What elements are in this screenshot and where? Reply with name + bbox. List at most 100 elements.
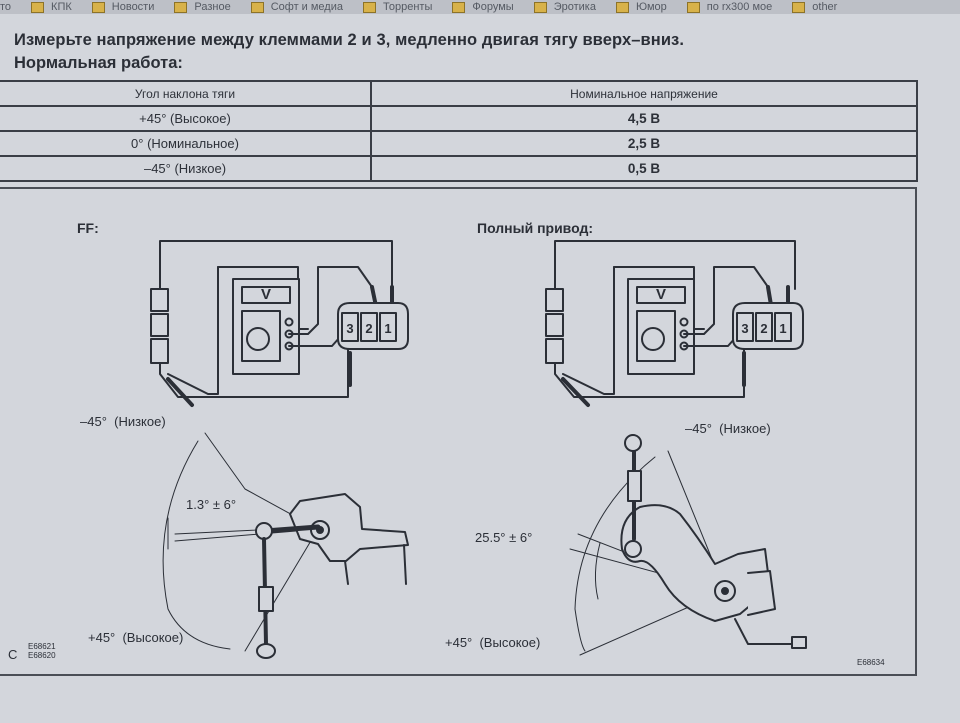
- bookmark-label: КПК: [51, 1, 72, 13]
- folder-icon: [792, 1, 806, 13]
- awd-rod-joint: [624, 540, 642, 558]
- awd-meter-label: V: [656, 286, 666, 303]
- bookmark-item[interactable]: Форумы: [452, 1, 514, 13]
- folder-icon: [250, 1, 264, 13]
- ff-tolerance-label: 1.3° ± 6°: [186, 497, 236, 512]
- column-header-angle: Угол наклона тяги: [0, 80, 372, 107]
- bookmark-label: Новости: [111, 1, 155, 13]
- awd-rod-end: [624, 434, 642, 452]
- awd-sensor-block-1: [545, 288, 564, 312]
- ff-terminal-2: 2: [365, 321, 372, 336]
- bookmark-item[interactable]: Софт и медиа: [250, 1, 343, 13]
- awd-wire-to-terminal-2: [683, 266, 769, 335]
- bookmark-label: other: [812, 1, 838, 13]
- figure-code-left-1: E68621: [28, 642, 56, 651]
- bookmark-item[interactable]: Юмор: [615, 1, 667, 13]
- folder-icon: [174, 1, 188, 13]
- awd-sensor-housing: [747, 570, 776, 616]
- voltage-cell: 2,5 В: [370, 130, 918, 157]
- awd-terminal-3: 3: [741, 321, 748, 336]
- folder-icon: [91, 1, 105, 13]
- folder-icon: [31, 1, 45, 13]
- ff-high-label: +45° (Высокое): [88, 630, 183, 645]
- voltage-cell: 4,5 В: [370, 105, 918, 132]
- figure-code-right: E68634: [857, 658, 885, 667]
- ff-wire-to-terminal-2: [288, 266, 373, 335]
- bookmark-label: Торренты: [383, 1, 433, 13]
- ff-voltmeter: [232, 278, 300, 375]
- awd-sensor-block-3: [545, 338, 564, 364]
- normal-operation-heading: Нормальная работа:: [14, 54, 183, 72]
- bookmark-label: Разное: [194, 1, 231, 13]
- voltage-spec-table: Угол наклона тяги Номинальное напряжение…: [0, 80, 918, 182]
- bookmark-item[interactable]: other: [792, 1, 837, 13]
- ff-sensor-block-2: [150, 313, 169, 337]
- awd-harness: [734, 618, 801, 645]
- awd-rod-adjuster: [627, 470, 642, 502]
- corner-letter: C: [8, 647, 17, 662]
- angle-cell: 0° (Номинальное): [0, 130, 372, 157]
- ff-sensor-block-1: [150, 288, 169, 312]
- folder-icon: [533, 1, 547, 13]
- ff-rod-end: [256, 643, 276, 659]
- folder-icon: [363, 1, 376, 13]
- bookmark-label: Форумы: [472, 1, 514, 13]
- ff-rod-adjuster: [258, 586, 274, 612]
- table-row: –45° (Низкое) 0,5 В: [0, 155, 918, 182]
- awd-high-label: +45° (Высокое): [445, 635, 540, 650]
- table-row: 0° (Номинальное) 2,5 В: [0, 130, 918, 157]
- bookmark-item[interactable]: Торренты: [363, 1, 432, 13]
- awd-title: Полный привод:: [477, 220, 593, 236]
- bookmark-item[interactable]: то: [0, 1, 11, 13]
- ff-angle-arc: [162, 440, 231, 650]
- folder-icon: [686, 1, 700, 13]
- folder-icon: [452, 1, 466, 13]
- wiring-diagram: FF: Полный привод: V V 3 2 1 3 2 1 –45° …: [8, 220, 885, 667]
- bookmark-label: по rx300 мое: [706, 1, 773, 13]
- bookmark-label: Софт и медиа: [270, 1, 343, 13]
- voltage-cell: 0,5 В: [370, 155, 918, 182]
- ff-terminal-1: 1: [384, 321, 391, 336]
- awd-connector: [732, 302, 804, 350]
- ff-terminal-3: 3: [346, 321, 353, 336]
- angle-cell: –45° (Низкое): [0, 155, 372, 182]
- bookmark-item[interactable]: Новости: [91, 1, 155, 13]
- bookmark-label: Юмор: [635, 1, 667, 13]
- diagram-panel: FF: Полный привод: V V 3 2 1 3 2 1 –45° …: [0, 187, 917, 676]
- bookmarks-bar: то КПК Новости Разное Софт и медиа Торре…: [0, 0, 960, 14]
- bookmark-label: то: [0, 1, 12, 13]
- bookmark-label: Эротика: [553, 1, 596, 13]
- awd-tolerance-label: 25.5° ± 6°: [475, 530, 532, 545]
- awd-top-wire: [554, 240, 796, 290]
- awd-voltmeter: [627, 278, 695, 375]
- ff-probe-clip: [166, 377, 194, 407]
- ff-bracket-legs: [344, 544, 407, 585]
- ff-meter-lead: [167, 266, 219, 395]
- ff-high-angle-line: [244, 528, 319, 652]
- awd-curved-lever: [620, 504, 771, 622]
- ff-connector: [337, 302, 409, 350]
- bookmark-item[interactable]: Эротика: [533, 1, 596, 13]
- awd-sensor-block-2: [545, 313, 564, 337]
- ff-sensor-block-3: [150, 338, 169, 364]
- ff-diagram: [150, 240, 409, 659]
- folder-icon: [615, 1, 629, 13]
- table-header-row: Угол наклона тяги Номинальное напряжение: [0, 80, 918, 107]
- angle-cell: +45° (Высокое): [0, 105, 372, 132]
- bookmark-item[interactable]: КПК: [31, 1, 72, 13]
- column-header-voltage: Номинальное напряжение: [370, 80, 918, 107]
- manual-page: Измерьте напряжение между клеммами 2 и 3…: [0, 14, 960, 723]
- ff-title: FF:: [77, 220, 99, 236]
- ff-low-label: –45° (Низкое): [80, 414, 166, 429]
- awd-terminal-2: 2: [760, 321, 767, 336]
- awd-diagram: [545, 240, 807, 656]
- awd-meter-lead: [562, 266, 615, 395]
- bookmark-item[interactable]: Разное: [174, 1, 231, 13]
- table-row: +45° (Высокое) 4,5 В: [0, 105, 918, 132]
- bookmark-item[interactable]: по rx300 мое: [686, 1, 773, 13]
- awd-harness-plug: [791, 636, 807, 649]
- figure-code-left-2: E68620: [28, 651, 56, 660]
- ff-arm-joint: [255, 522, 273, 540]
- awd-angle-arc: [574, 456, 656, 652]
- ff-meter-label: V: [261, 286, 271, 303]
